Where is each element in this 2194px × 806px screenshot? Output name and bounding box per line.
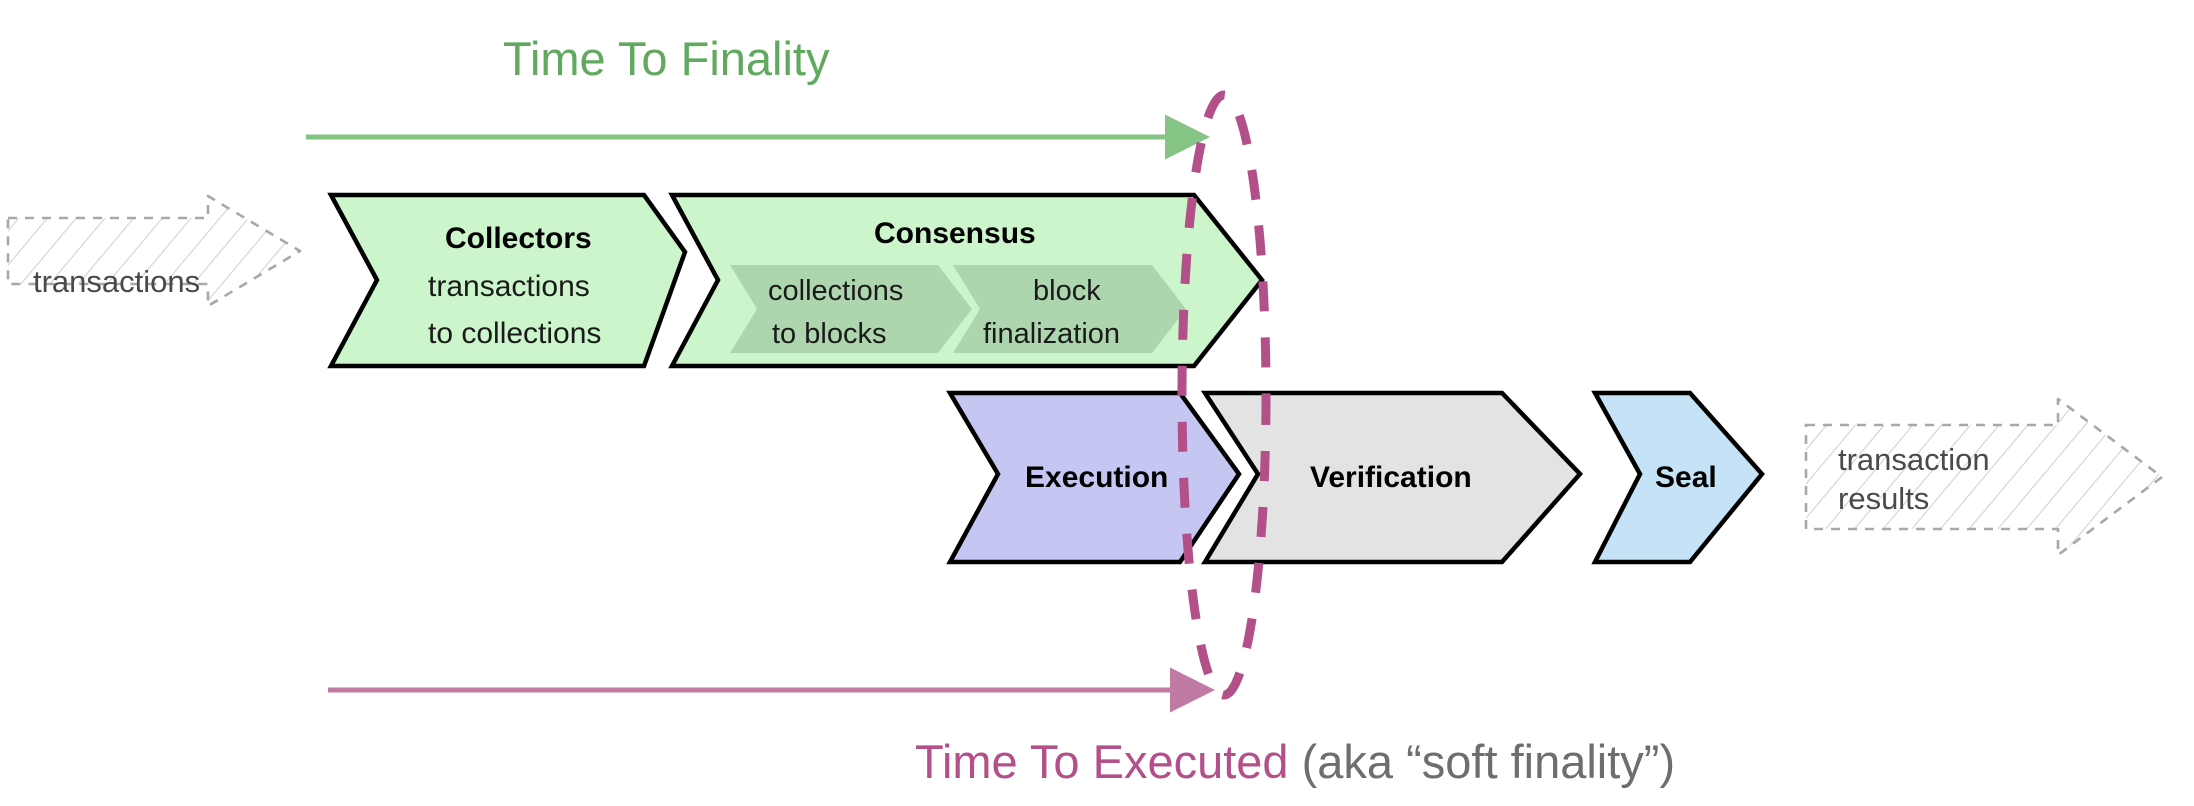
stage-consensus[interactable]: Consensus collections to blocks block fi… <box>668 192 1265 369</box>
title-time-to-finality: Time To Finality <box>503 32 830 85</box>
collections-to-blocks-line2: to blocks <box>772 318 886 350</box>
verification-title: Verification <box>1310 461 1472 494</box>
transaction-results-output-arrow: transaction results <box>1804 397 2164 557</box>
collections-to-blocks-shape <box>730 265 972 353</box>
transactions-arrow-shape <box>6 194 302 308</box>
collectors-title: Collectors <box>445 222 592 255</box>
substage-collections-to-blocks[interactable]: collections to blocks <box>730 265 972 353</box>
transactions-input-label: transactions <box>33 264 200 299</box>
transaction-results-label-line1: transaction <box>1838 442 1990 477</box>
stage-collectors[interactable]: Collectors transactions to collections <box>327 192 688 369</box>
collectors-chevron-shape <box>327 192 688 369</box>
substage-block-finalization[interactable]: block finalization <box>953 265 1186 353</box>
seal-title: Seal <box>1655 461 1717 494</box>
title-time-to-executed-emphasis: Time To Executed <box>915 735 1289 788</box>
block-finalization-shape <box>953 265 1186 353</box>
seal-chevron-shape <box>1591 390 1765 565</box>
transaction-results-arrow-shape <box>1804 397 2164 557</box>
execution-title: Execution <box>1025 461 1168 494</box>
consensus-title: Consensus <box>874 217 1036 250</box>
stage-verification[interactable]: Verification <box>1200 390 1584 565</box>
block-finalization-line2: finalization <box>983 318 1120 350</box>
block-finalization-line1: block <box>1033 275 1101 307</box>
finality-boundary-ellipse-shape <box>1177 90 1271 700</box>
stage-execution[interactable]: Execution <box>946 390 1242 565</box>
finality-boundary-ellipse <box>1177 90 1271 700</box>
verification-chevron-shape <box>1200 390 1584 565</box>
transaction-results-label-line2: results <box>1838 481 1929 516</box>
collectors-subtitle-line2: to collections <box>428 317 601 350</box>
transactions-input-arrow: transactions <box>6 194 302 308</box>
collections-to-blocks-line1: collections <box>768 275 903 307</box>
collectors-subtitle-line1: transactions <box>428 270 590 303</box>
title-time-to-executed: Time To Executed (aka “soft finality”) <box>915 735 1675 788</box>
stage-seal[interactable]: Seal <box>1591 390 1765 565</box>
title-time-to-executed-rest: (aka “soft finality”) <box>1289 735 1676 788</box>
